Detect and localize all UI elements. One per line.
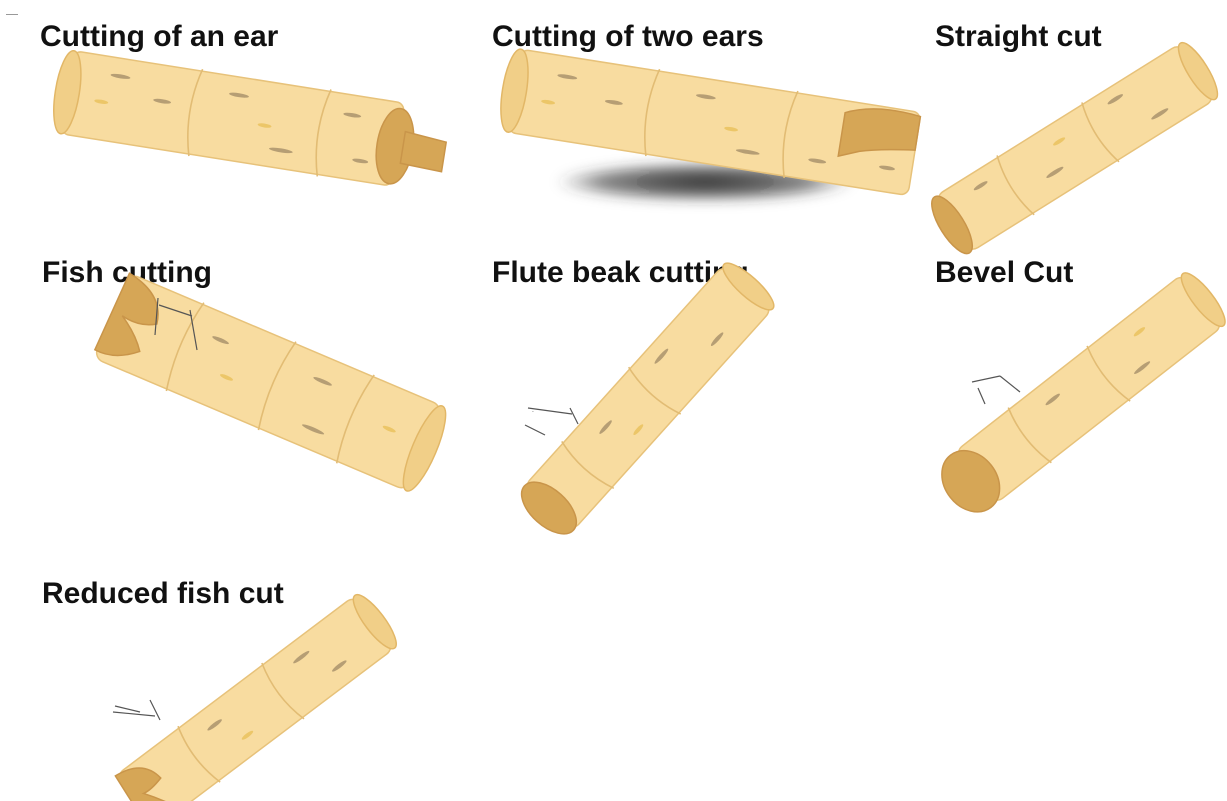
dimension-marker: · [525,408,578,435]
cane-two-ears-cut [496,45,922,202]
cane-fish-cut [91,271,454,498]
cane-reduced-fish-cut [110,588,404,801]
cane-bevel-cut [929,266,1227,525]
cane-straight-cut [923,36,1225,261]
cane-ear-cut [49,47,452,196]
dimension-marker [113,700,160,720]
cane-flute-beak-cut: · [511,256,781,545]
svg-text:·: · [532,409,534,416]
dimension-marker [972,376,1020,404]
